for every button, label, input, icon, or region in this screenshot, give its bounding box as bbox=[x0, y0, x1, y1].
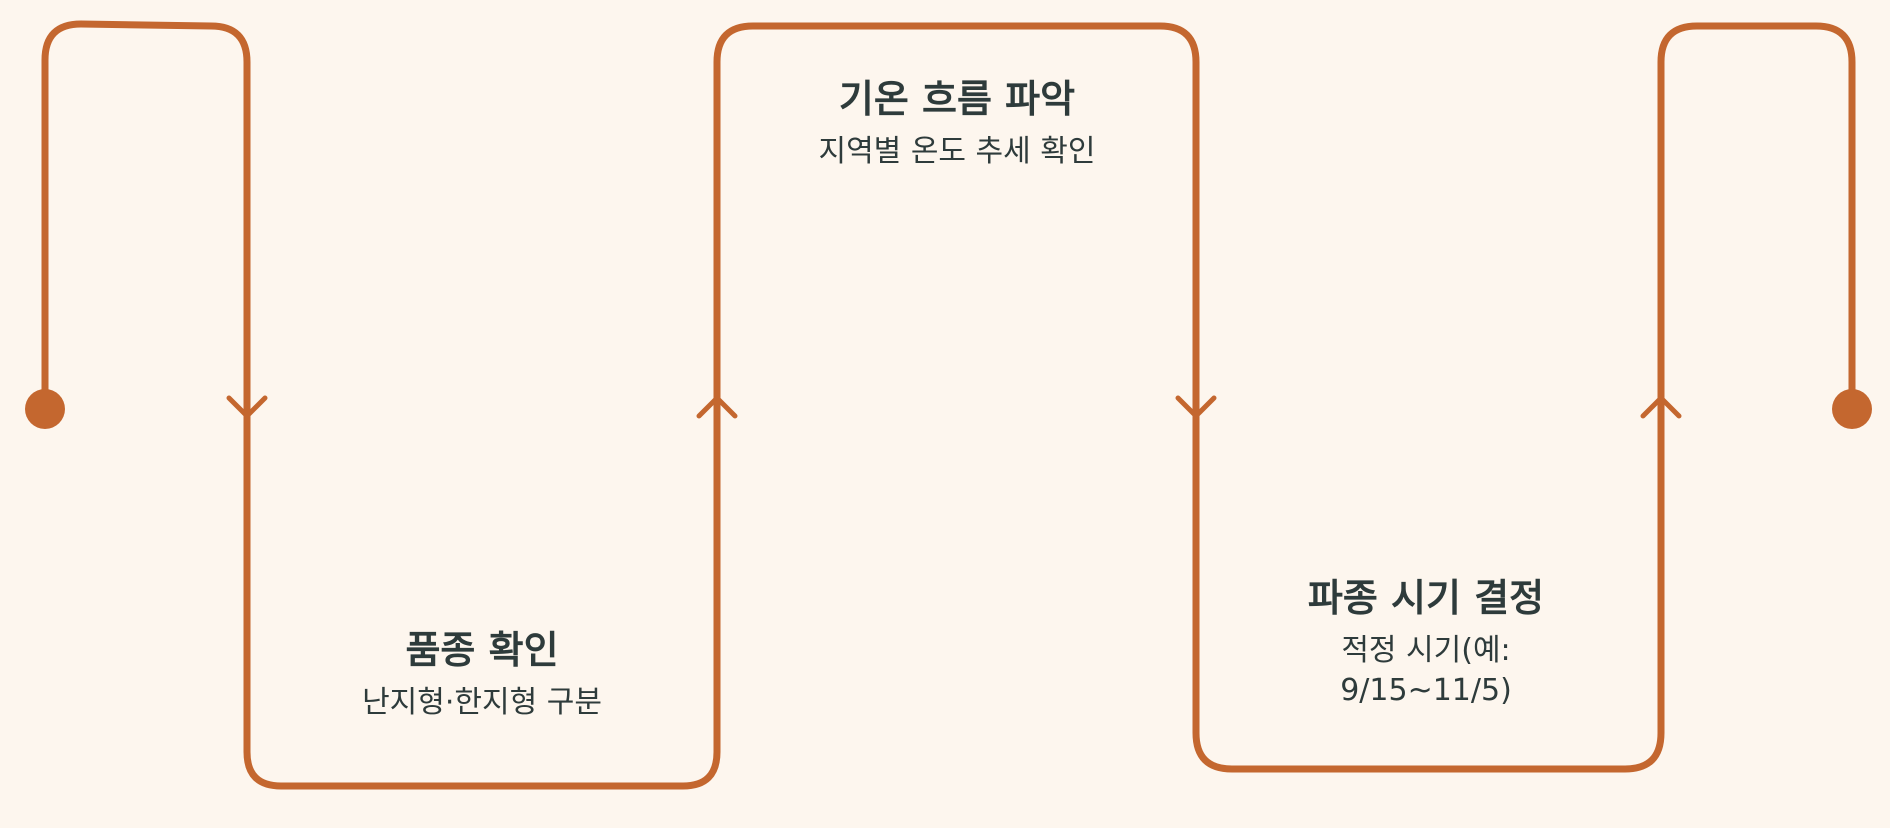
step-1-desc: 난지형·한지형 구분 bbox=[362, 685, 602, 720]
step-3-desc: 적정 시기(예: 9/15~11/5) bbox=[1340, 633, 1512, 708]
step-2-label: 기온 흐름 파악 지역별 온도 추세 확인 bbox=[757, 76, 1157, 172]
step-2-desc: 지역별 온도 추세 확인 bbox=[818, 134, 1096, 169]
step-3-label: 파종 시기 결정 적정 시기(예: 9/15~11/5) bbox=[1256, 575, 1596, 711]
step-2-title: 기온 흐름 파악 bbox=[838, 77, 1076, 121]
step-1-label: 품종 확인 난지형·한지형 구분 bbox=[312, 627, 652, 723]
arrow-down-icon bbox=[1175, 395, 1217, 420]
flow-line bbox=[41, 20, 1856, 790]
end-node bbox=[1832, 389, 1872, 429]
step-3-title: 파종 시기 결정 bbox=[1307, 576, 1545, 620]
start-node bbox=[25, 389, 65, 429]
arrow-down-icon bbox=[226, 395, 268, 420]
arrow-up-icon bbox=[696, 394, 738, 419]
arrow-up-icon bbox=[1640, 394, 1682, 419]
step-1-title: 품종 확인 bbox=[405, 628, 559, 672]
